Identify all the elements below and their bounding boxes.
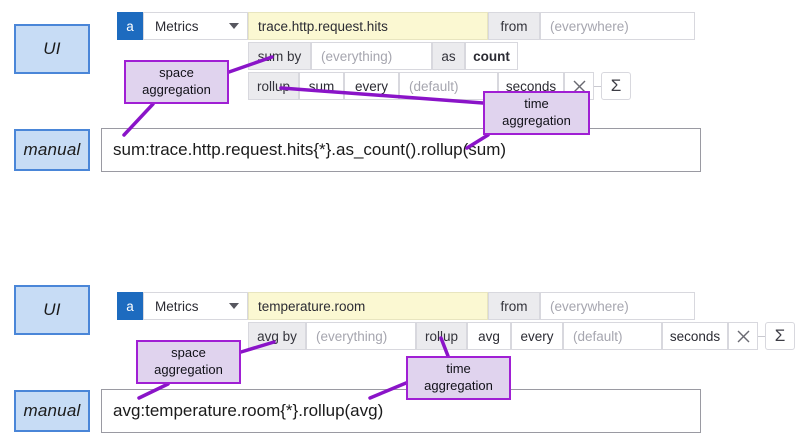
from-label-top: from xyxy=(488,12,540,40)
as-label-top: as xyxy=(432,42,465,70)
chevron-down-icon xyxy=(229,303,239,309)
role-label-text: UI xyxy=(43,300,61,319)
annotation-space-aggregation-top: space aggregation xyxy=(124,60,229,104)
rollup-method-chip-bottom[interactable]: avg xyxy=(467,322,511,350)
every-label-bottom[interactable]: every xyxy=(511,322,563,350)
rollup-method-text: sum xyxy=(308,78,335,94)
interval-unit-chip-bottom[interactable]: seconds xyxy=(662,322,728,350)
annotation-line-2: aggregation xyxy=(154,362,223,377)
annotation-line-1: space xyxy=(159,65,194,81)
role-label-text: UI xyxy=(43,39,61,58)
from-scope-field-bottom[interactable]: (everywhere) xyxy=(540,292,695,320)
manual-query-text: avg:temperature.room{*}.rollup(avg) xyxy=(113,401,384,420)
metric-name-field-bottom[interactable]: temperature.room xyxy=(248,292,488,320)
rollup-label-text: rollup xyxy=(256,78,291,94)
annotation-line-1: time xyxy=(446,361,471,377)
rollup-label-bottom[interactable]: rollup xyxy=(416,322,467,350)
rollup-label-text: rollup xyxy=(424,328,459,344)
space-aggregation-chip-top[interactable]: sum by xyxy=(248,42,311,70)
group-by-field-bottom[interactable]: (everything) xyxy=(306,322,416,350)
rollup-method-text: avg xyxy=(478,328,500,344)
rollup-label-top[interactable]: rollup xyxy=(248,72,299,100)
space-aggregation-label: sum by xyxy=(257,48,302,64)
interval-unit-text: seconds xyxy=(669,328,721,344)
every-interval-value: (default) xyxy=(573,328,623,344)
from-label-text: from xyxy=(500,18,528,34)
role-label-ui-top: UI xyxy=(14,24,90,74)
as-value-text: count xyxy=(473,48,510,64)
metric-name-value: temperature.room xyxy=(258,298,366,314)
annotation-line-2: aggregation xyxy=(424,378,493,393)
interval-unit-text: seconds xyxy=(505,78,557,94)
annotation-time-aggregation-top: time aggregation xyxy=(483,91,590,135)
close-icon[interactable] xyxy=(728,322,758,350)
metric-name-field-top[interactable]: trace.http.request.hits xyxy=(248,12,488,40)
group-by-value: (everything) xyxy=(316,328,388,344)
role-label-manual-bottom: manual xyxy=(14,390,90,432)
group-by-value: (everything) xyxy=(321,48,393,64)
source-type-label: Metrics xyxy=(155,298,199,314)
source-badge-label: a xyxy=(126,298,134,314)
from-label-bottom: from xyxy=(488,292,540,320)
sigma-icon: Σ xyxy=(774,326,786,345)
manual-query-input-bottom[interactable]: avg:temperature.room{*}.rollup(avg) xyxy=(101,389,701,433)
metric-name-value: trace.http.request.hits xyxy=(258,18,388,34)
annotation-line-1: space xyxy=(171,345,206,361)
space-aggregation-label: avg by xyxy=(257,328,297,344)
source-badge-a-top[interactable]: a xyxy=(117,12,143,40)
from-scope-value: (everywhere) xyxy=(550,298,629,314)
connector-stub-top xyxy=(594,86,602,87)
as-label-text: as xyxy=(441,48,456,64)
every-label-text: every xyxy=(520,328,554,344)
role-label-text: manual xyxy=(23,401,81,420)
manual-query-text: sum:trace.http.request.hits{*}.as_count(… xyxy=(113,140,507,159)
every-interval-field-bottom[interactable]: (default) xyxy=(563,322,662,350)
every-label-top[interactable]: every xyxy=(344,72,399,100)
manual-query-input-top[interactable]: sum:trace.http.request.hits{*}.as_count(… xyxy=(101,128,701,172)
role-label-ui-bottom: UI xyxy=(14,285,90,335)
annotation-space-aggregation-bottom: space aggregation xyxy=(136,340,241,384)
annotation-time-aggregation-bottom: time aggregation xyxy=(406,356,511,400)
as-value-chip-top[interactable]: count xyxy=(465,42,518,70)
source-type-select-bottom[interactable]: Metrics xyxy=(143,292,248,320)
space-aggregation-chip-bottom[interactable]: avg by xyxy=(248,322,306,350)
sigma-icon: Σ xyxy=(610,76,622,95)
annotation-line-1: time xyxy=(524,96,549,112)
every-interval-value: (default) xyxy=(409,78,459,94)
role-label-manual-top: manual xyxy=(14,129,90,171)
group-by-field-top[interactable]: (everything) xyxy=(311,42,432,70)
from-scope-value: (everywhere) xyxy=(550,18,629,34)
role-label-text: manual xyxy=(23,140,81,159)
sigma-function-button-top[interactable]: Σ xyxy=(601,72,631,100)
connector-stub-bottom xyxy=(758,336,766,337)
sigma-function-button-bottom[interactable]: Σ xyxy=(765,322,795,350)
from-label-text: from xyxy=(500,298,528,314)
source-type-label: Metrics xyxy=(155,18,199,34)
source-type-select-top[interactable]: Metrics xyxy=(143,12,248,40)
chevron-down-icon xyxy=(229,23,239,29)
every-label-text: every xyxy=(354,78,388,94)
from-scope-field-top[interactable]: (everywhere) xyxy=(540,12,695,40)
source-badge-a-bottom[interactable]: a xyxy=(117,292,143,320)
annotation-line-2: aggregation xyxy=(502,113,571,128)
source-badge-label: a xyxy=(126,18,134,34)
rollup-method-chip-top[interactable]: sum xyxy=(299,72,344,100)
annotation-line-2: aggregation xyxy=(142,82,211,97)
